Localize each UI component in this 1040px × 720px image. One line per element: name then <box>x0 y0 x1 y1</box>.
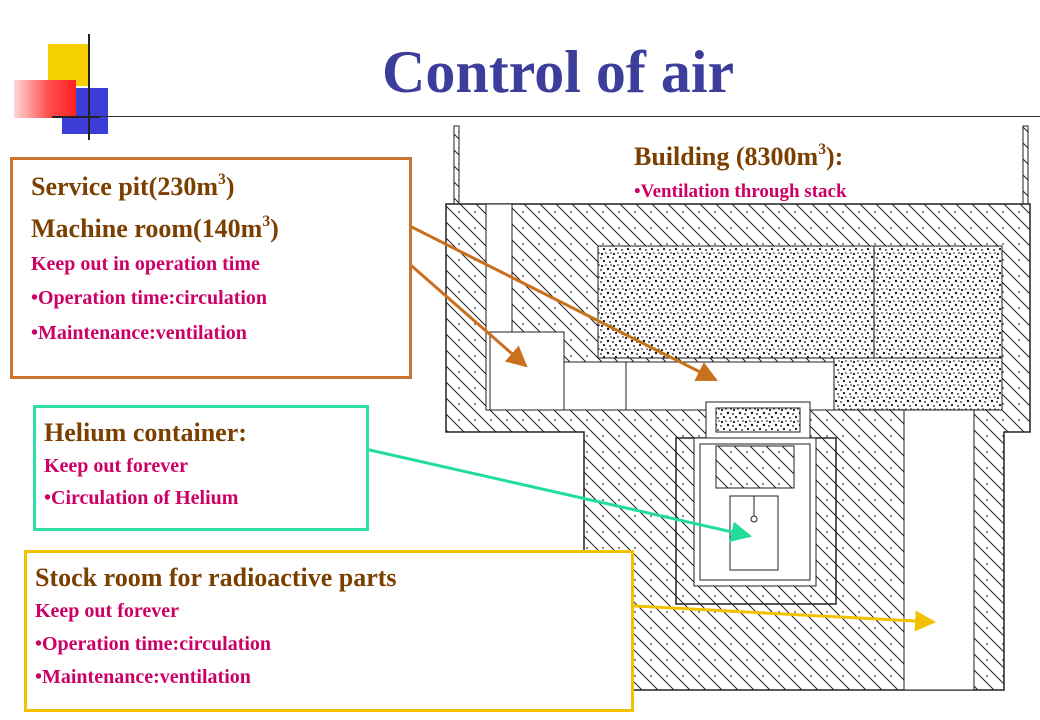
deco-yellow-square <box>48 44 90 86</box>
machine-room-heading: Machine room(140m <box>31 214 263 243</box>
helium-heading: Helium container: <box>44 418 247 447</box>
helium-bullet-1: •Circulation of Helium <box>44 487 239 509</box>
service-pit-bullet-2: •Maintenance:ventilation <box>31 322 247 344</box>
helium-container-box: Helium container: Keep out forever •Circ… <box>33 405 369 531</box>
deco-red-square <box>14 80 76 118</box>
building-wall-left <box>453 125 460 205</box>
stock-room-note: Keep out forever <box>35 600 180 622</box>
shield-block-top <box>597 245 1003 359</box>
building-label: Building (8300m3): •Ventilation through … <box>624 136 1004 220</box>
stock-room-arrow <box>633 604 937 632</box>
building-heading-tail: ): <box>826 142 844 171</box>
stock-room-heading: Stock room for radioactive parts <box>35 563 397 592</box>
building-heading-sup: 3 <box>818 141 827 158</box>
title-rule <box>100 116 1040 117</box>
helium-arrow <box>351 444 753 543</box>
building-wall-right <box>1022 125 1029 205</box>
deco-vertical-line <box>88 34 90 140</box>
deco-horizontal-line <box>52 116 100 118</box>
machine-room-heading-sup: 3 <box>262 213 271 230</box>
helium-lid-plug <box>715 407 801 433</box>
service-pit-heading-tail: ) <box>225 172 235 201</box>
building-heading: Building (8300m <box>634 142 819 171</box>
service-pit-heading-sup: 3 <box>218 171 226 188</box>
page-title: Control of air <box>382 39 735 105</box>
helium-note: Keep out forever <box>44 455 189 477</box>
helium-source <box>750 515 758 523</box>
machine-room-heading-tail: ) <box>270 214 279 243</box>
stock-room-shaft <box>903 409 975 691</box>
service-pit-heading: Service pit(230m <box>31 172 219 201</box>
stock-room-box: Stock room for radioactive parts Keep ou… <box>24 550 634 712</box>
building-bullet: •Ventilation through stack <box>634 181 847 202</box>
shield-block-right <box>833 357 1003 411</box>
service-pit-bullet-1: •Operation time:circulation <box>31 287 268 309</box>
service-pit-note: Keep out in operation time <box>31 253 260 275</box>
stock-room-bullet-1: •Operation time:circulation <box>35 633 272 655</box>
helium-vessel-core <box>715 445 795 489</box>
stock-room-bullet-2: •Maintenance:ventilation <box>35 666 251 688</box>
service-pit-box: Service pit(230m3) Machine room(140m3) K… <box>10 157 412 379</box>
